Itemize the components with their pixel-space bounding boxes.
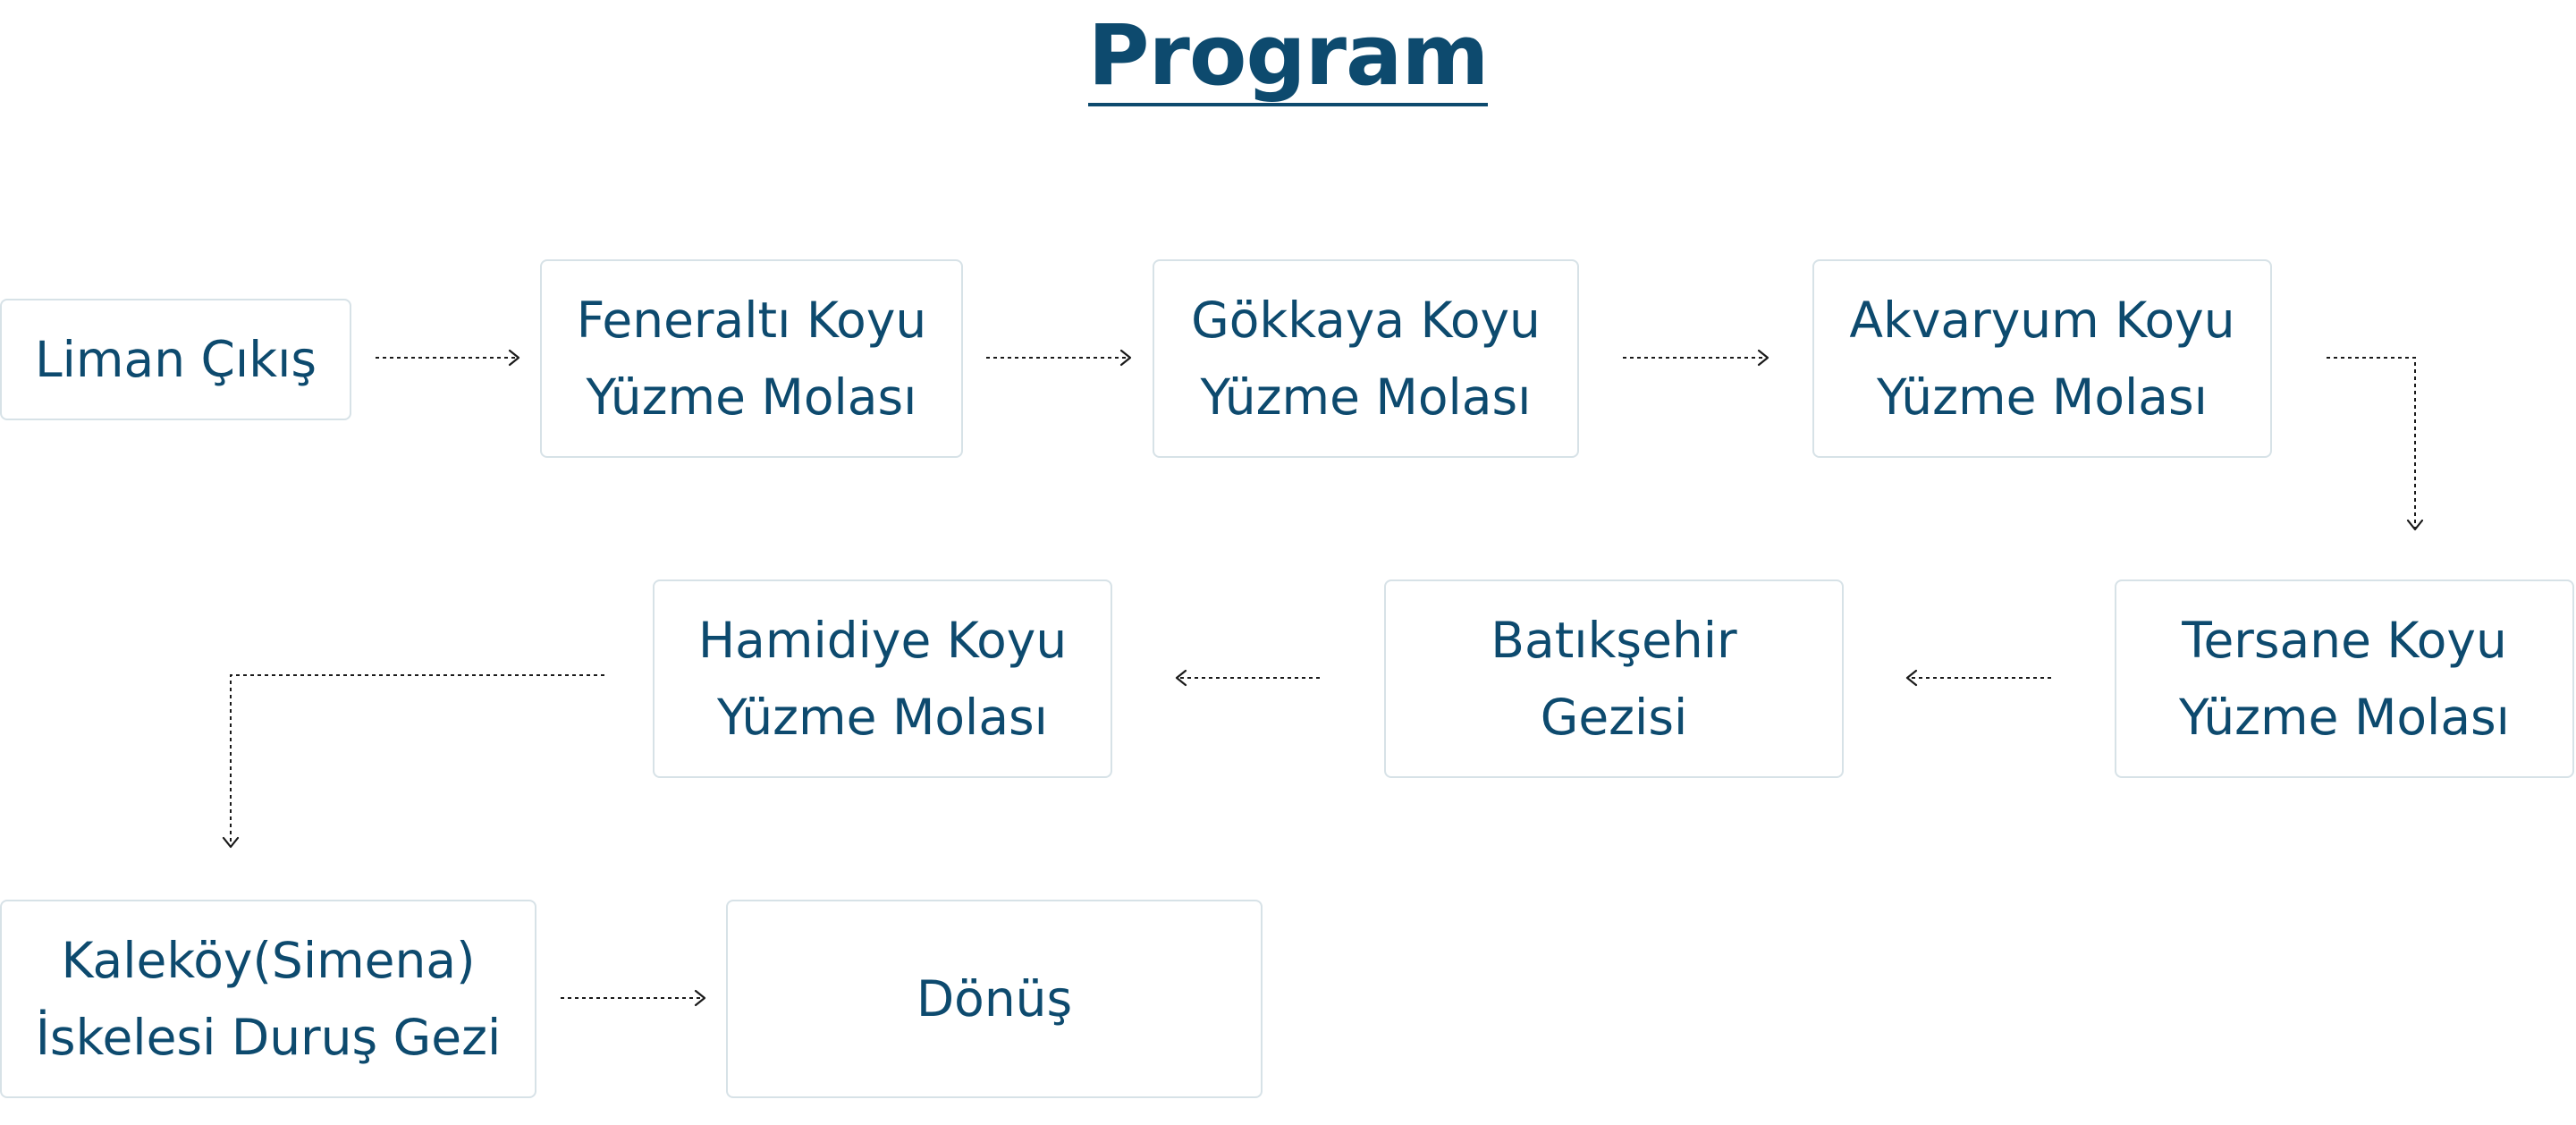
node-akvaryum: Akvaryum Koyu Yüzme Molası: [1812, 259, 2272, 458]
node-donus: Dönüş: [726, 900, 1263, 1098]
edge-hamidiye-kalekoy: [230, 674, 604, 845]
diagram-title: Program: [0, 7, 2576, 107]
node-label: Batıkşehir Gezisi: [1491, 612, 1737, 746]
arrowhead-7: [222, 836, 240, 849]
node-gokkaya: Gökkaya Koyu Yüzme Molası: [1153, 259, 1579, 458]
arrowhead-1: [508, 349, 520, 367]
node-label: Tersane Koyu Yüzme Molası: [2179, 612, 2510, 746]
node-hamidiye: Hamidiye Koyu Yüzme Molası: [653, 579, 1112, 778]
arrowhead-6: [1175, 669, 1187, 687]
node-label: Hamidiye Koyu Yüzme Molası: [697, 612, 1068, 746]
edge-akvaryum-tersane: [2327, 357, 2416, 528]
arrowhead-4: [2406, 519, 2424, 531]
node-label: Gökkaya Koyu Yüzme Molası: [1191, 292, 1541, 426]
node-batiksehir: Batıkşehir Gezisi: [1384, 579, 1844, 778]
arrowhead-5: [1905, 669, 1918, 687]
node-kalekoy: Kaleköy(Simena) İskelesi Duruş Gezi: [0, 900, 536, 1098]
node-label: Feneraltı Koyu Yüzme Molası: [576, 292, 927, 426]
node-tersane: Tersane Koyu Yüzme Molası: [2115, 579, 2574, 778]
node-label: Akvaryum Koyu Yüzme Molası: [1849, 292, 2235, 426]
node-liman-cikis: Liman Çıkış: [0, 299, 351, 420]
arrowhead-3: [1757, 349, 1769, 367]
arrowhead-2: [1119, 349, 1132, 367]
node-label: Kaleköy(Simena) İskelesi Duruş Gezi: [35, 932, 502, 1066]
arrowhead-8: [694, 989, 706, 1007]
node-label: Liman Çıkış: [34, 331, 317, 388]
node-label: Dönüş: [916, 970, 1073, 1028]
node-feneralti: Feneraltı Koyu Yüzme Molası: [540, 259, 963, 458]
